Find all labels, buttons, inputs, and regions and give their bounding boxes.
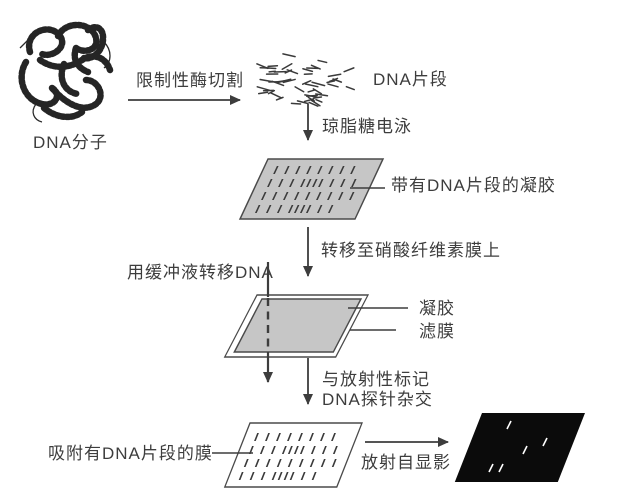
- blot-membrane-parallelogram: [223, 422, 363, 488]
- gel-band-marks: [254, 166, 357, 213]
- dna-molecule-label: DNA分子: [33, 133, 108, 152]
- autoradiography-label: 放射自显影: [361, 453, 451, 472]
- gel-parallelogram: [238, 158, 385, 220]
- restriction-cut-label: 限制性酶切割: [136, 71, 244, 90]
- electrophoresis-label: 琼脂糖电泳: [322, 117, 412, 136]
- dna-fragments-scatter: [256, 53, 355, 107]
- dna-fragments-label: DNA片段: [373, 70, 448, 89]
- film-band-marks: [488, 420, 548, 473]
- filter-membrane-label: 滤膜: [419, 322, 455, 341]
- gel-layer: [233, 298, 363, 353]
- autoradiograph-film: [454, 413, 585, 482]
- hybridize-label-line1: 与放射性标记: [322, 370, 430, 389]
- dna-molecule-illustration: [18, 21, 114, 123]
- gel-with-fragments-label: 带有DNA片段的凝胶: [391, 176, 556, 195]
- membrane-with-fragments-label: 吸附有DNA片段的膜: [48, 444, 213, 463]
- gel-label: 凝胶: [419, 299, 455, 318]
- transfer-to-membrane-label: 转移至硝酸纤维素膜上: [321, 241, 501, 260]
- membrane-band-marks: [238, 433, 338, 480]
- hybridize-label-line2: DNA探针杂交: [322, 390, 433, 409]
- buffer-transfer-label: 用缓冲液转移DNA: [127, 263, 274, 282]
- gel-membrane-sandwich: [223, 294, 370, 358]
